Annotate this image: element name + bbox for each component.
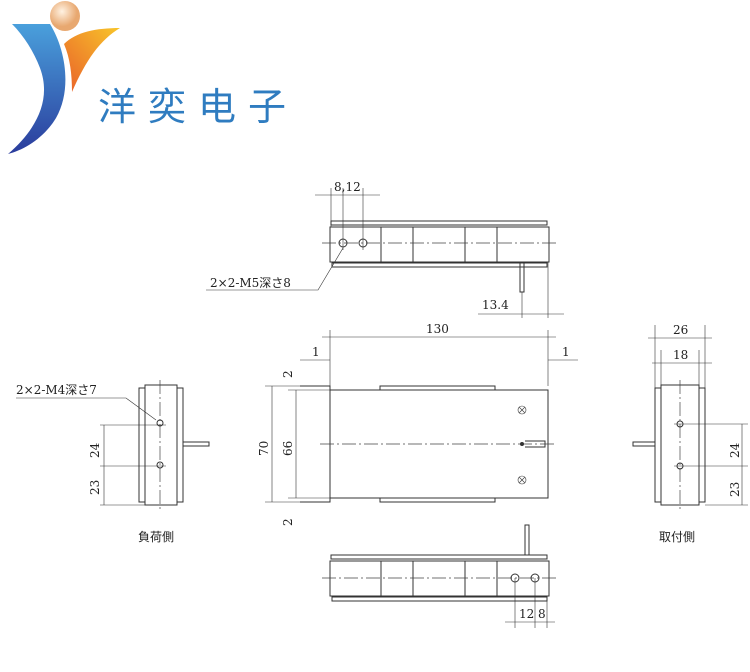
dim-hole-base: 23 bbox=[88, 480, 102, 495]
dim-hole-pitch: 8,12 bbox=[334, 180, 361, 194]
company-logo bbox=[8, 1, 120, 154]
dim-pin-offset: 13.4 bbox=[482, 298, 509, 312]
dim-width: 26 bbox=[673, 323, 688, 337]
dim-b: 8 bbox=[538, 607, 546, 621]
dim-hole-base: 23 bbox=[728, 482, 742, 497]
top-body bbox=[329, 226, 550, 263]
view-label-load-side: 負荷側 bbox=[138, 530, 174, 544]
view-label-mount-side: 取付側 bbox=[659, 530, 695, 544]
dim-hole-pitch: 24 bbox=[728, 442, 742, 458]
mount-side-view: 26 18 24 23 取付側 bbox=[632, 323, 748, 544]
dim-top-gap: 2 bbox=[281, 370, 295, 378]
dim-hole-pitch: 24 bbox=[88, 442, 102, 458]
m4-hole bbox=[156, 419, 164, 427]
pin bbox=[524, 524, 530, 556]
top-rail bbox=[330, 220, 548, 226]
dim-height: 70 bbox=[257, 441, 271, 456]
top-view: 8,12 2×2-M5深さ8 13.4 bbox=[206, 180, 564, 318]
load-side-body bbox=[144, 384, 178, 506]
bottom-view: 12 8 bbox=[322, 524, 556, 628]
bottom-body bbox=[329, 560, 550, 597]
dim-left-margin: 1 bbox=[312, 345, 320, 359]
m4-hole bbox=[156, 461, 164, 469]
dim-a: 12 bbox=[519, 607, 534, 621]
load-side-view: 2×2-M4深さ7 24 23 負荷側 bbox=[16, 380, 210, 544]
pin bbox=[632, 441, 656, 447]
dim-inner-width: 18 bbox=[673, 348, 688, 362]
front-view: 130 1 1 70 66 2 2 bbox=[257, 322, 578, 526]
bottom-rail bbox=[331, 262, 548, 268]
pin bbox=[182, 441, 210, 447]
dim-right-margin: 1 bbox=[562, 345, 570, 359]
dim-inner-height: 66 bbox=[281, 441, 295, 456]
hole-note-m5: 2×2-M5深さ8 bbox=[210, 276, 291, 290]
hole-note-m4: 2×2-M4深さ7 bbox=[16, 383, 97, 397]
brand-name: 洋奕电子 bbox=[98, 85, 299, 129]
dim-bottom-gap: 2 bbox=[281, 518, 295, 526]
dim-length: 130 bbox=[426, 322, 449, 336]
